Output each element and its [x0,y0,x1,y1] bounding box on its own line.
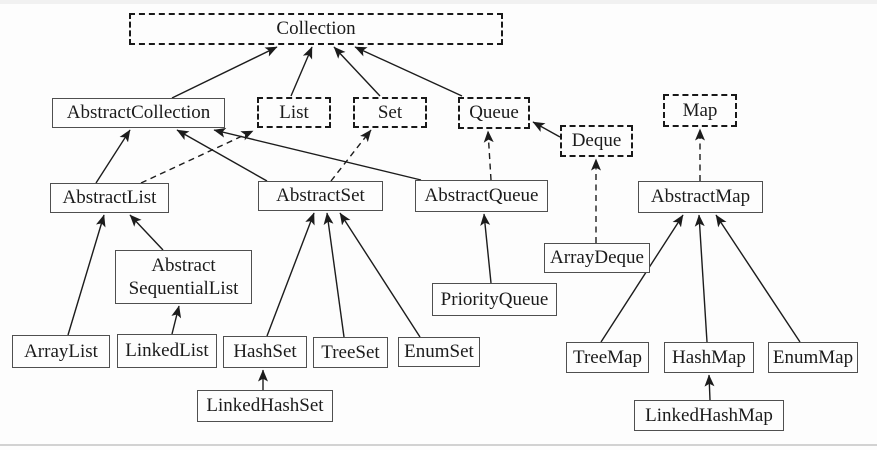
edge-abstract-set-to-set [330,129,372,182]
page-top-band [0,0,877,4]
node-abstract-collection: AbstractCollection [52,98,225,128]
node-label: Map [682,99,718,121]
node-tree-set: TreeSet [313,337,388,368]
node-linked-hash-set: LinkedHashSet [197,390,333,422]
node-queue: Queue [458,97,530,129]
node-label: List [279,101,309,123]
edge-priority-queue-to-abstract-queue [480,213,492,284]
node-label: Set [377,101,403,123]
node-label: TreeMap [573,346,642,368]
node-label: HashSet [233,341,297,363]
node-label: EnumSet [404,341,474,363]
node-label: AbstractMap [650,186,751,208]
node-label: TreeSet [321,341,380,363]
node-abstract-sequential-list: Abstract SequentialList [115,250,252,304]
node-label: LinkedHashMap [645,404,773,426]
node-set: Set [353,97,427,128]
edge-queue-to-collection [354,46,463,97]
node-label: Deque [571,130,622,152]
edge-deque-to-queue [532,121,561,138]
node-label: LinkedHashSet [206,395,324,417]
edge-tree-map-to-abstract-map [600,214,684,343]
node-label: LinkedList [125,340,209,362]
node-label: AbstractSet [276,185,365,207]
edge-enum-set-to-abstract-set [339,212,421,338]
edge-hash-set-to-abstract-set [266,212,315,337]
node-label: AbstractQueue [424,185,539,207]
node-label: ArrayList [24,340,98,362]
edge-array-list-to-abstract-list [67,214,106,336]
node-array-list: ArrayList [12,335,110,368]
node-label: AbstractList [62,187,157,209]
node-label: Collection [276,18,356,40]
node-label: AbstractCollection [66,102,211,124]
edge-tree-set-to-abstract-set [323,212,345,338]
node-abstract-list: AbstractList [50,183,169,213]
edge-abstract-queue-to-abstract-collection [213,127,422,181]
node-abstract-map: AbstractMap [638,181,763,213]
node-label: ArrayDeque [550,247,644,269]
node-enum-map: EnumMap [768,342,858,373]
node-list: List [257,97,331,128]
node-label: HashMap [672,346,746,368]
edge-linked-list-to-abstract-sequential-list [171,305,182,335]
node-deque: Deque [560,125,633,157]
node-label: Queue [469,102,519,124]
node-linked-list: LinkedList [117,334,217,368]
node-enum-set: EnumSet [398,337,480,367]
node-collection: Collection [129,13,503,45]
edge-hash-map-to-abstract-map [694,214,708,343]
edge-linked-hash-map-to-hash-map [704,374,715,401]
edge-abstract-collection-to-collection [171,46,278,99]
node-array-deque: ArrayDeque [544,243,650,273]
edge-enum-map-to-abstract-map [715,214,801,343]
node-label: EnumMap [772,346,854,368]
edge-abstract-list-to-list [140,130,254,184]
node-map: Map [663,94,737,127]
node-abstract-queue: AbstractQueue [415,180,548,212]
edge-abstract-queue-to-queue [483,130,494,181]
node-label: Abstract SequentialList [128,254,239,299]
page-bottom-rule [0,444,877,446]
node-label: PriorityQueue [440,288,549,310]
edge-abstract-sequential-list-to-abstract-list [129,214,164,251]
node-priority-queue: PriorityQueue [432,283,557,316]
edge-abstract-set-to-abstract-collection [176,129,268,182]
node-hash-set: HashSet [223,336,307,368]
node-abstract-set: AbstractSet [258,181,383,211]
edge-abstract-list-to-abstract-collection [95,129,131,184]
node-linked-hash-map: LinkedHashMap [634,400,784,431]
edge-set-to-collection [333,46,381,97]
edge-list-to-collection [290,46,313,97]
node-tree-map: TreeMap [566,342,649,373]
node-hash-map: HashMap [664,342,754,373]
